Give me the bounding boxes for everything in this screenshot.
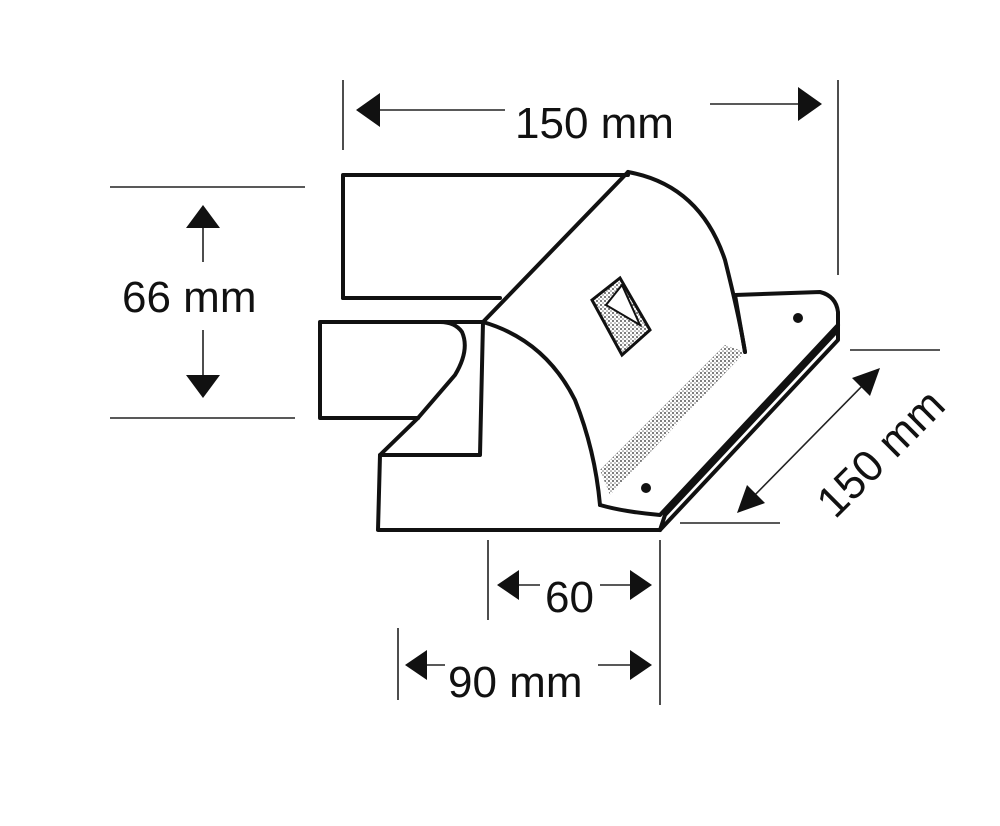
arrow-right-icon <box>630 650 652 680</box>
dimension-depth: 150 mm <box>737 368 954 527</box>
shaded-channel <box>600 345 745 495</box>
arrow-up-icon <box>186 205 220 228</box>
arrow-left-icon <box>497 570 519 600</box>
logo-badge-icon <box>590 275 652 358</box>
part-outline <box>318 170 840 532</box>
extension-lines <box>110 80 940 705</box>
label-width-top: 150 mm <box>515 99 674 148</box>
bolt-hole <box>793 313 803 323</box>
arrow-right-icon <box>798 87 822 121</box>
arrow-up-right-icon <box>852 368 880 396</box>
arrow-down-icon <box>186 375 220 398</box>
arrow-left-icon <box>356 93 380 127</box>
label-depth: 150 mm <box>807 380 954 527</box>
dimension-height: 66 mm <box>122 205 256 398</box>
label-height: 66 mm <box>122 273 256 322</box>
dimension-inner-width: 60 <box>497 570 652 622</box>
arrow-right-icon <box>630 570 652 600</box>
label-inner-width: 60 <box>545 573 594 622</box>
label-base-width: 90 mm <box>448 658 582 707</box>
arrow-left-icon <box>405 650 427 680</box>
dimension-width-top: 150 mm <box>356 87 822 148</box>
arrow-down-left-icon <box>737 485 765 513</box>
dimension-base-width: 90 mm <box>405 650 652 707</box>
bolt-hole <box>641 483 651 493</box>
